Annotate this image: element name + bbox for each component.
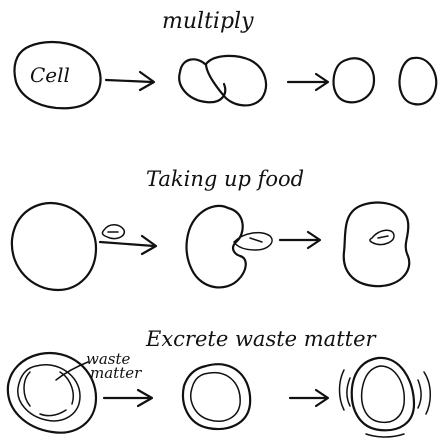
- cell-with-waste: [6, 351, 98, 434]
- arrow-3a: [102, 388, 154, 408]
- title-multiply: multiply: [162, 9, 254, 34]
- title-excrete-waste: Excrete waste matter: [145, 327, 377, 351]
- cell-after-excretion: [338, 356, 431, 438]
- arrow-1a: [104, 70, 156, 92]
- label-cell: Cell: [30, 63, 70, 87]
- daughter-cell-1: [332, 57, 376, 104]
- food-particle: [101, 224, 126, 240]
- cell-engulfing: [185, 204, 273, 289]
- waste-matter-label: waste matter: [55, 350, 142, 382]
- waste-label-line-2: matter: [90, 364, 142, 382]
- cell-with-vacuole: [342, 201, 411, 288]
- svg-text:waste matter: waste matter: [86, 350, 142, 382]
- waste-label-line-1: waste: [86, 350, 131, 368]
- arrow-3b: [288, 388, 330, 408]
- arrow-2a: [98, 234, 158, 256]
- cell-before-food: [10, 201, 98, 292]
- cell-releasing-waste: [181, 363, 252, 431]
- daughter-cell-2: [398, 56, 438, 106]
- title-taking-up-food: Taking up food: [146, 167, 304, 191]
- cell-original: [13, 40, 102, 110]
- arrow-2b: [278, 230, 322, 250]
- arrow-1b: [286, 72, 330, 92]
- cell-dividing: [178, 54, 268, 107]
